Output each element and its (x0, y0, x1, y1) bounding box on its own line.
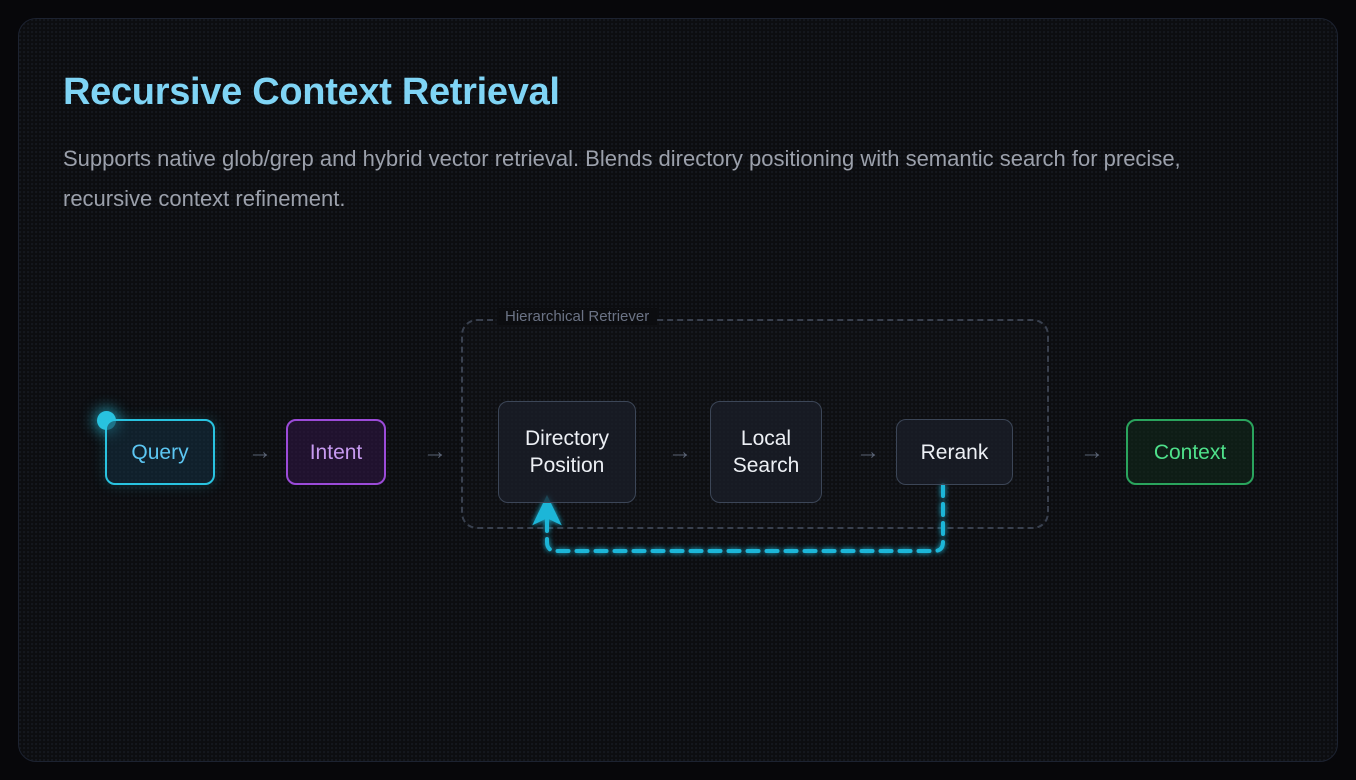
node-local-search[interactable]: Local Search (710, 401, 822, 503)
node-context[interactable]: Context (1126, 419, 1254, 485)
hierarchical-retriever-label: Hierarchical Retriever (497, 308, 658, 325)
slide-panel: Recursive Context Retrieval Supports nat… (18, 18, 1338, 762)
page-title: Recursive Context Retrieval (63, 71, 560, 113)
arrow-query-to-intent-icon: → (248, 438, 272, 465)
node-intent[interactable]: Intent (286, 419, 386, 485)
arrow-rerank-to-context-icon: → (1080, 438, 1104, 465)
page-subtitle: Supports native glob/grep and hybrid vec… (63, 146, 1181, 211)
arrow-intent-to-directory-position-icon: → (423, 438, 447, 465)
arrow-local-search-to-rerank-icon: → (856, 438, 880, 465)
node-rerank[interactable]: Rerank (896, 419, 1013, 485)
node-query[interactable]: Query (105, 419, 215, 485)
pipeline-diagram: Hierarchical Retriever Query → (19, 19, 1337, 761)
arrow-directory-position-to-local-search-icon: → (668, 438, 692, 465)
node-directory-position[interactable]: Directory Position (498, 401, 636, 503)
